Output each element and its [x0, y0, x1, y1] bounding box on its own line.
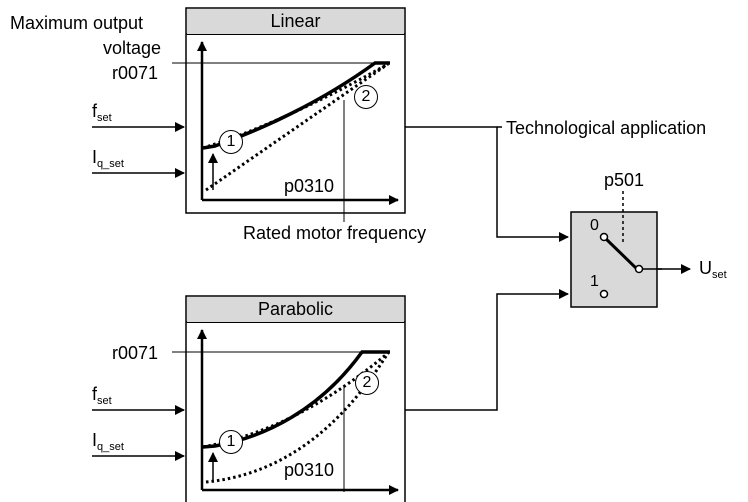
switch-block — [570, 211, 658, 308]
linear-dotted-curve-lower — [205, 62, 389, 192]
linear-marker-1: 1 — [219, 130, 243, 154]
linear-output-line — [405, 126, 569, 242]
linear-block-title: Linear — [187, 9, 404, 35]
switch-lever — [602, 235, 639, 271]
switch-position-0: 0 — [590, 217, 599, 234]
linear-iqset-label: Iq_set — [92, 147, 124, 170]
max-output-voltage-label-2: voltage — [103, 38, 162, 58]
parabolic-r0071-label: r0071 — [112, 343, 159, 363]
parabolic-marker-1: 1 — [219, 430, 243, 454]
linear-fset-label: fset — [92, 101, 112, 124]
parabolic-block — [185, 295, 406, 502]
switch-pivot — [634, 264, 644, 274]
p501-label: p501 — [604, 170, 645, 190]
parabolic-fset-label: fset — [92, 384, 112, 407]
linear-marker-2: 2 — [354, 85, 378, 109]
linear-r0071-label: r0071 — [112, 63, 159, 83]
switch-contact-1 — [599, 289, 609, 299]
max-output-voltage-label-1: Maximum output — [10, 13, 144, 33]
uset-label: Uset — [699, 258, 727, 281]
linear-p0310-label: p0310 — [284, 176, 335, 196]
parabolic-marker-2: 2 — [355, 371, 379, 395]
rated-motor-frequency-label: Rated motor frequency — [243, 223, 427, 243]
switch-contact-0 — [599, 232, 609, 242]
switch-position-1: 1 — [590, 273, 599, 290]
parabolic-block-title: Parabolic — [187, 297, 404, 323]
parabolic-p0310-label: p0310 — [284, 460, 335, 480]
parabolic-iqset-label: Iq_set — [92, 430, 124, 453]
technological-application-label: Technological application — [506, 118, 707, 138]
parabolic-output-line — [405, 289, 569, 411]
